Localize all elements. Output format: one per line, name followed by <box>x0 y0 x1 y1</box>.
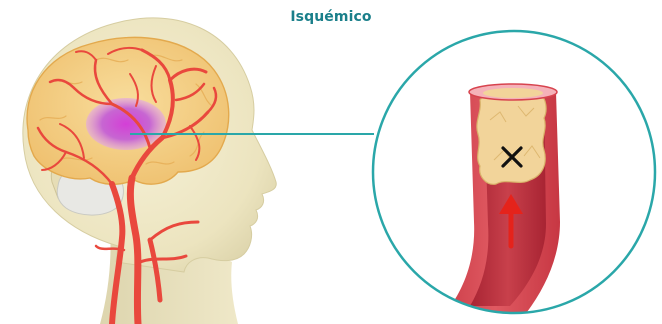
head-illustration <box>23 18 276 324</box>
magnified-vessel-view <box>373 31 655 324</box>
clot <box>477 91 546 184</box>
